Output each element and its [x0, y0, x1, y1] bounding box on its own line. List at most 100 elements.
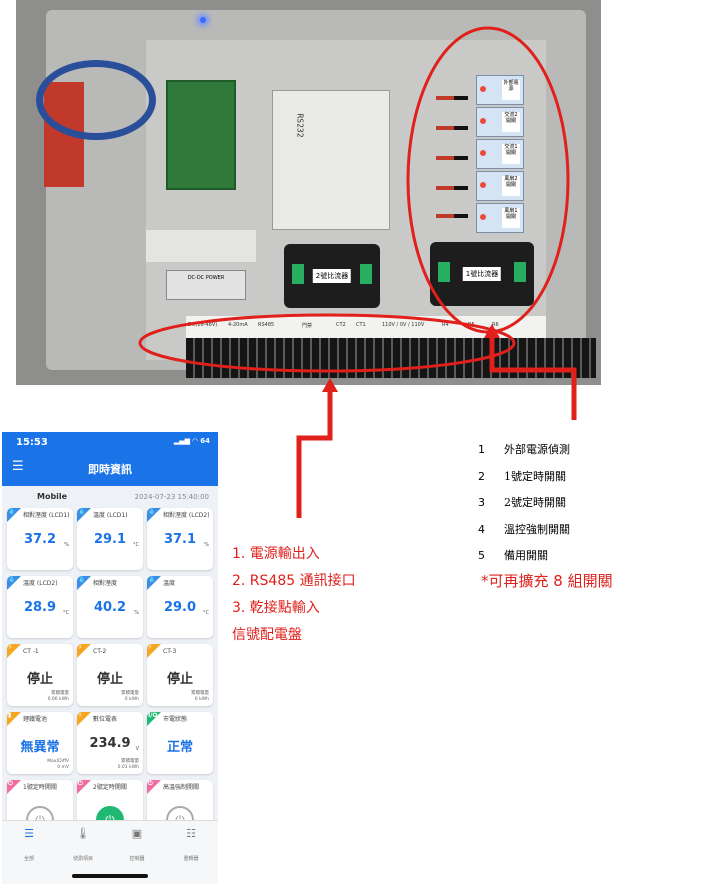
card-label: 相對溼度 (LCD2): [163, 512, 210, 519]
timestamp: 2024-07-23 15:40:00: [134, 493, 209, 501]
blue-led: [200, 17, 206, 23]
relay-2: 交流2開關: [476, 107, 524, 137]
card-value: 正常: [166, 740, 193, 755]
card-label: CT-3: [163, 648, 177, 655]
home-indicator: [72, 874, 148, 878]
status-time: 15:53: [16, 437, 48, 448]
card-label: 數位電表: [93, 716, 118, 723]
left-item-1: 1. 電源輸出入: [232, 546, 320, 562]
card-unit: °C: [203, 610, 209, 616]
blue-cable: [36, 60, 156, 140]
card-unit: %: [134, 610, 139, 616]
dcdc-module: DC-DC POWER: [166, 270, 246, 300]
signal-icon: ▂▄▆ ◠ 64: [173, 437, 210, 445]
card-corner: [77, 644, 91, 658]
card-label: 2號定時開關: [93, 784, 127, 791]
card-corner: [147, 780, 161, 794]
nav-settings[interactable]: ☷ 重轉器: [164, 827, 218, 862]
card-sub: 累積電量 0 kWh: [121, 691, 139, 702]
control-panel-photo: RS232 DC-DC POWER 2號比流器 1號比流器 外部電源 交流2開關…: [16, 0, 601, 385]
sensor-card[interactable]: 💧相對溼度 (LCD2)37.1%: [147, 508, 213, 570]
relay-4: 風扇2開關: [476, 171, 524, 201]
card-value: 40.2: [93, 600, 127, 615]
card-label: 溫度: [163, 580, 176, 587]
card-corner: [77, 508, 91, 522]
card-value: 37.1: [163, 532, 197, 547]
nav-controller[interactable]: ▣ 控制器: [110, 827, 164, 862]
sliders-icon: ☷: [186, 827, 196, 840]
card-corner: [147, 576, 161, 590]
thermometer-icon: 🌡: [76, 827, 90, 840]
controller-icon: ▣: [131, 827, 143, 840]
din-rail: [146, 230, 256, 262]
dcdc-label: DC-DC POWER: [187, 275, 225, 281]
card-label: 相對溼度: [93, 580, 118, 587]
card-corner: [7, 644, 21, 658]
card-unit: °C: [133, 542, 139, 548]
expansion-note: *可再擴充 8 組開關: [481, 572, 613, 590]
ct-box-2: 2號比流器: [284, 244, 380, 308]
card-corner: [147, 712, 161, 726]
card-label: 1號定時開關: [23, 784, 57, 791]
ct-box-1-label: 1號比流器: [462, 267, 502, 281]
device-name: Mobile: [37, 492, 68, 501]
relay-board-label: RS232: [295, 113, 305, 138]
card-value: 29.1: [93, 532, 127, 547]
card-icon: 💧: [8, 576, 16, 583]
menu-icon[interactable]: ☰: [12, 459, 24, 474]
card-icon: ⏻: [8, 780, 13, 787]
ct-box-2-label: 2號比流器: [312, 269, 352, 283]
card-value: 29.0: [163, 600, 197, 615]
card-label: 相對溼度 (LCD1): [23, 512, 70, 519]
relay-3: 交流1開關: [476, 139, 524, 169]
card-unit: V: [135, 746, 139, 752]
card-value: 28.9: [23, 600, 57, 615]
left-item-3: 3. 乾接點輸入: [232, 600, 320, 616]
card-icon: ⏻: [78, 780, 83, 787]
card-corner: [147, 644, 161, 658]
card-label: CT -1: [23, 648, 39, 655]
list-icon: ☰: [24, 827, 34, 840]
sensor-card[interactable]: 💧溫度 (LCD2)28.9°C: [7, 576, 73, 638]
card-corner: [7, 576, 21, 590]
page-title: 即時資訊: [88, 463, 132, 476]
card-value: 停止: [166, 672, 193, 687]
card-icon: 💧: [8, 508, 16, 515]
card-corner: [7, 508, 21, 522]
sensor-card[interactable]: 💧溫度 (LCD1)29.1°C: [77, 508, 143, 570]
card-corner: [147, 508, 161, 522]
card-label: 高溫強制開關: [163, 784, 200, 791]
sensor-card[interactable]: 💧相對溼度 (LCD1)37.2%: [7, 508, 73, 570]
card-unit: %: [204, 542, 209, 548]
card-label: 溫度 (LCD2): [23, 580, 58, 587]
relay-1: 外部電源: [476, 75, 524, 105]
card-corner: [7, 712, 21, 726]
card-value: 無異常: [20, 740, 60, 755]
nav-sensors[interactable]: 🌡 偵測項目: [56, 827, 110, 862]
card-unit: %: [64, 542, 69, 548]
status-bar: 15:53 ▂▄▆ ◠ 64: [2, 432, 218, 450]
nav-all[interactable]: ☰ 全部: [2, 827, 56, 862]
card-icon: ⚡: [78, 644, 83, 651]
left-item-2: 2. RS485 通訊接口: [232, 573, 356, 589]
card-label: 溫度 (LCD1): [93, 512, 128, 519]
card-icon: ⏻: [148, 780, 153, 787]
relay-controller-box: RS232: [272, 90, 390, 230]
card-corner: [77, 712, 91, 726]
arrow-shaft-left: [296, 390, 333, 518]
card-corner: [77, 576, 91, 590]
